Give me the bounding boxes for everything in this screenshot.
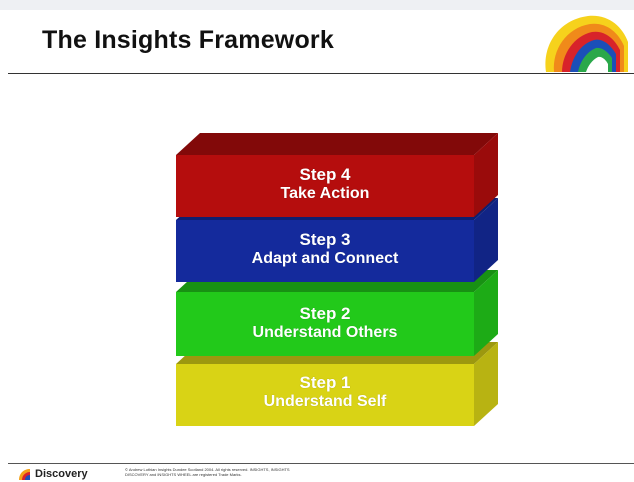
copyright-line-1: © Andrew Lothian Insights Dundee Scotlan… xyxy=(125,467,290,472)
step-1-title: Step 1 xyxy=(299,373,351,392)
step-4-title: Step 4 xyxy=(299,165,351,184)
step-4-block-top xyxy=(176,133,498,155)
step-2-label: Step 2 Understand Others xyxy=(176,304,474,342)
footer-logo-text: Discovery xyxy=(35,468,88,480)
step-2-title: Step 2 xyxy=(299,304,351,323)
step-3-description: Adapt and Connect xyxy=(251,249,399,267)
step-2-block-side xyxy=(474,270,498,356)
copyright-line-2: DISCOVERY and INSIGHTS WHEEL are registe… xyxy=(125,472,242,477)
step-4-block-side xyxy=(474,133,498,217)
step-2-description: Understand Others xyxy=(252,323,398,341)
insights-wheel-logo-icon xyxy=(545,15,628,73)
step-4-block-front xyxy=(176,155,474,217)
title-divider xyxy=(8,73,634,74)
footer-divider xyxy=(8,463,634,464)
step-3-label: Step 3 Adapt and Connect xyxy=(176,230,474,268)
step-4-description: Take Action xyxy=(280,184,370,202)
step-3-title: Step 3 xyxy=(299,230,351,249)
discovery-wheel-icon xyxy=(19,469,30,480)
step-1-label: Step 1 Understand Self xyxy=(176,373,474,411)
step-3-block-front xyxy=(176,220,474,282)
step-1-block-front xyxy=(176,364,474,426)
slide-title: The Insights Framework xyxy=(42,26,334,54)
step-1-block-side xyxy=(474,342,498,426)
step-3-block-side xyxy=(474,198,498,282)
step-2-block-front xyxy=(176,292,474,356)
step-1-description: Understand Self xyxy=(263,392,387,410)
top-band xyxy=(0,0,634,10)
step-4-label: Step 4 Take Action xyxy=(176,165,474,203)
footer-logo: Discovery xyxy=(18,467,88,481)
footer-copyright: © Andrew Lothian Insights Dundee Scotlan… xyxy=(125,467,385,477)
